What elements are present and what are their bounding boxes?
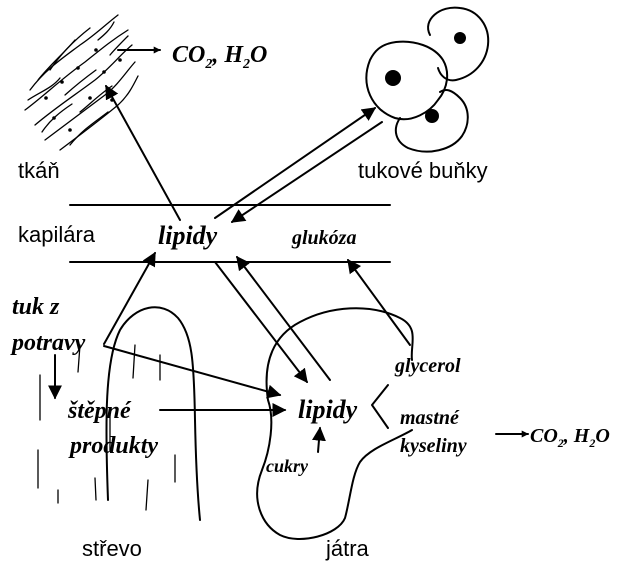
fatty-acids-label-line1: mastné bbox=[400, 407, 460, 429]
dietary-fat-label-line2: potravy bbox=[10, 330, 86, 356]
lipids-capillary-label: lipidy bbox=[158, 221, 218, 250]
tissue-label: tkáň bbox=[18, 158, 60, 183]
fatty-acids-label-line2: kyseliny bbox=[400, 435, 467, 457]
sugars-label: cukry bbox=[266, 456, 309, 476]
lipids-to-tissue-arrow bbox=[106, 86, 180, 220]
cleavage-products-label-line1: štěpné bbox=[67, 398, 132, 424]
capillary-label: kapilára bbox=[18, 222, 96, 247]
fatty-acids-products: CO2, H2O bbox=[530, 425, 610, 450]
glycerol-to-glucose-arrow bbox=[348, 260, 410, 345]
glycerol-label: glycerol bbox=[394, 355, 461, 377]
fat-cells-illustration bbox=[366, 8, 488, 152]
split-bracket bbox=[372, 385, 388, 428]
dietary-fat-label-line1: tuk z bbox=[12, 294, 60, 320]
lipids-to-fat-cells-arrow bbox=[215, 108, 375, 218]
intestine-label: střevo bbox=[82, 536, 142, 561]
liver-label: játra bbox=[325, 536, 370, 561]
fat-cells-label: tukové buňky bbox=[358, 158, 488, 183]
lipids-to-liver-arrow bbox=[215, 262, 307, 382]
dietary-fat-to-lipids-arrow bbox=[104, 253, 155, 344]
glucose-label: glukóza bbox=[291, 227, 356, 249]
sugars-to-lipids-arrow bbox=[318, 428, 320, 452]
liver-to-lipids-arrow bbox=[237, 257, 330, 380]
lipids-liver-label: lipidy bbox=[298, 395, 358, 424]
cleavage-products-label-line2: produkty bbox=[68, 433, 158, 459]
tissue-illustration bbox=[25, 15, 138, 150]
tissue-products: CO2, H2O bbox=[172, 42, 267, 72]
